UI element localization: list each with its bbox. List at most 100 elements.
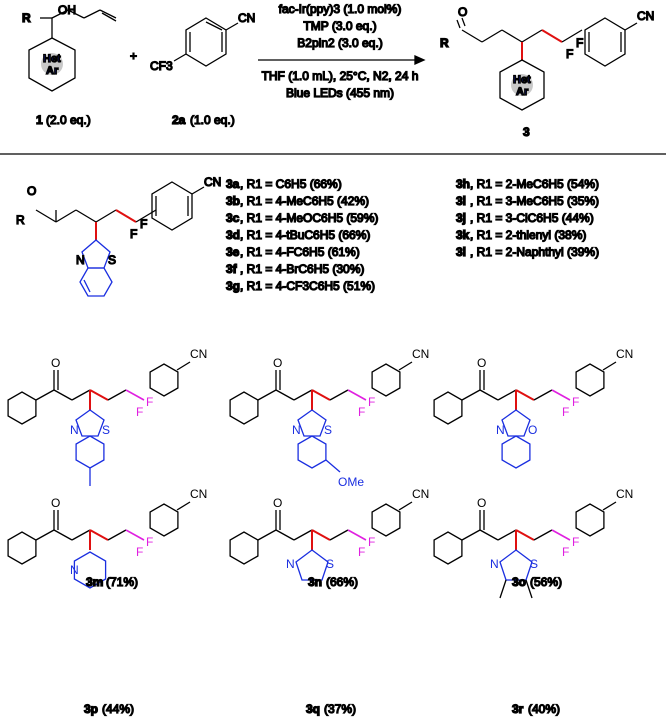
f-label: F xyxy=(572,535,579,549)
scope-text-3c: , R1 = 4-MeOC6H5 (59%) xyxy=(240,211,378,225)
oh-label: OH xyxy=(58,3,76,17)
scope-id-3k: 3k xyxy=(456,228,470,242)
reactant-1-equiv: (2.0 eq.) xyxy=(46,113,91,127)
n-label: N xyxy=(70,423,79,437)
product-id-3m: 3m xyxy=(86,575,103,589)
scope-id-3g: 3g xyxy=(226,279,240,293)
n-label: N xyxy=(70,563,79,577)
scope-list-right: 3h , R1 = 2-MeC6H5 (54%) 3i , R1 = 3-MeC… xyxy=(455,176,599,259)
n-label: N xyxy=(292,423,301,437)
product-f-label-1: F xyxy=(566,47,573,61)
phenyl-ring xyxy=(229,391,259,425)
ar-label: Ar xyxy=(46,65,59,77)
aryl-ring xyxy=(149,363,179,397)
aryl-ring xyxy=(575,503,605,537)
benzo-ring xyxy=(75,435,105,469)
bond xyxy=(35,529,55,541)
bond xyxy=(479,529,499,541)
f-label: F xyxy=(136,405,143,419)
carbonyl-o-label: O xyxy=(477,356,486,370)
bond xyxy=(275,529,295,541)
scope-id-3f: 3f xyxy=(226,262,238,276)
aryl-ring xyxy=(149,503,179,537)
product-id-3r: 3r xyxy=(512,702,524,716)
product-structure-3p: O FF CN N xyxy=(7,487,207,589)
scope-text-3a: , R1 = C6H5 (66%) xyxy=(240,177,342,191)
hetero-label: S xyxy=(102,423,110,437)
bond xyxy=(497,389,517,401)
n-label: N xyxy=(286,557,295,571)
carbonyl-o-label: O xyxy=(273,356,282,370)
scope-generic-structure xyxy=(35,181,205,240)
bond xyxy=(461,529,481,541)
product-id-3n: 3n xyxy=(308,575,322,589)
bond xyxy=(107,529,127,541)
new-bond xyxy=(89,529,109,541)
f-label: F xyxy=(146,535,153,549)
scope-text-3g: , R1 = 4-CF3C6H5 (51%) xyxy=(240,279,375,293)
product-yield-3o: (56%) xyxy=(530,575,562,589)
thiazole-ring xyxy=(499,549,533,581)
scope-text-3b: , R1 = 4-MeC6H5 (42%) xyxy=(240,194,369,208)
product-cn-label: CN xyxy=(637,9,654,23)
cn-label: CN xyxy=(412,487,429,501)
new-bond xyxy=(515,389,535,401)
f-label: F xyxy=(368,395,375,409)
bond xyxy=(257,529,277,541)
scope-id-3h: 3h xyxy=(456,177,470,191)
cf2-bond xyxy=(125,529,145,541)
carbonyl-o-label: O xyxy=(51,496,60,510)
bond xyxy=(176,361,191,371)
bond xyxy=(499,579,507,599)
bond xyxy=(497,529,517,541)
phenyl-ring xyxy=(7,391,37,425)
phenyl-ring xyxy=(7,531,37,565)
cf2-bond xyxy=(347,389,367,401)
scope-text-3k: , R1 = 2-thienyl (38%) xyxy=(470,228,586,242)
new-bond xyxy=(89,389,109,401)
cf3-label: CF3 xyxy=(150,59,173,73)
bond xyxy=(257,389,277,401)
scope-text-3l: , R1 = 2-Naphthyl (39%) xyxy=(470,245,599,259)
phenyl-ring xyxy=(433,391,463,425)
azole-ring xyxy=(75,409,105,437)
product-het-label: Het xyxy=(513,74,531,86)
reactant-2-structure xyxy=(173,17,239,67)
reactant-2-equiv: (1.0 eq.) xyxy=(190,113,235,127)
condition-boron: B2pin2 (3.0 eq.) xyxy=(297,36,382,50)
bond xyxy=(525,579,533,599)
condition-solvent: THF (1.0 mL), 25°C, N2, 24 h xyxy=(262,69,419,83)
cn-label: CN xyxy=(190,487,207,501)
hetero-label: S xyxy=(324,423,332,437)
bond xyxy=(325,459,341,473)
new-bond xyxy=(515,529,535,541)
n-label: N xyxy=(490,557,499,571)
scope-benzothiazole xyxy=(79,239,113,297)
bond xyxy=(479,389,499,401)
scope-list-left: 3a , R1 = C6H5 (66%) 3b , R1 = 4-MeC6H5 … xyxy=(225,176,379,293)
hetero-label: O xyxy=(528,423,537,437)
bond xyxy=(293,389,313,401)
bond xyxy=(71,529,91,541)
product-ar-label: Ar xyxy=(516,86,529,98)
carbonyl-o-label: O xyxy=(51,356,60,370)
product-o-label: O xyxy=(458,5,467,19)
bond xyxy=(533,529,553,541)
product-f-label-2: F xyxy=(576,36,583,50)
product-r1-label: R xyxy=(440,36,449,50)
cn-label: CN xyxy=(616,347,633,361)
product-id-3q: 3q xyxy=(306,702,320,716)
f-label: F xyxy=(358,545,365,559)
reactant-2-number: 2a xyxy=(172,113,186,127)
scope-o-label: O xyxy=(27,184,36,198)
scope-id-3c: 3c xyxy=(226,211,240,225)
arrow-head xyxy=(414,54,426,66)
f-label: F xyxy=(136,545,143,559)
bond xyxy=(398,501,413,511)
